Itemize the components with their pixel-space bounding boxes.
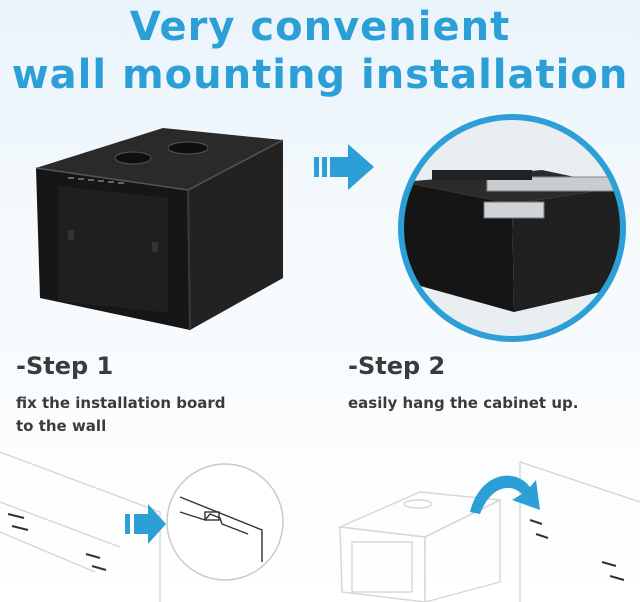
step-1-line-drawing — [0, 451, 284, 602]
step-2-line-drawing — [337, 461, 640, 602]
step-2-description-line-1: easily hang the cabinet up. — [348, 394, 579, 412]
arrow-right-icon — [314, 144, 374, 190]
step-1-title: -Step 1 — [16, 352, 114, 380]
screw-icon — [7, 513, 107, 571]
curved-arrow-icon — [470, 475, 540, 514]
step-1-description-line-1: fix the installation board — [16, 394, 226, 412]
step-2-title: -Step 2 — [348, 352, 446, 380]
step-1-description-line-2: to the wall — [16, 417, 107, 435]
cabinet-illustration — [35, 128, 284, 331]
hung-cabinet-zoom — [398, 114, 626, 342]
headline-line-1: Very convenient — [129, 4, 511, 50]
headline-line-2: wall mounting installation — [11, 52, 629, 98]
